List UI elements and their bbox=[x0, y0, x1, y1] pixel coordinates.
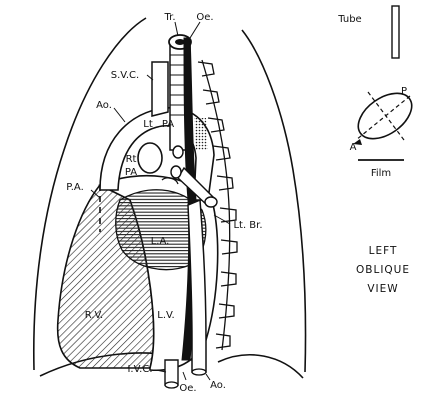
right-pulmonary-artery bbox=[138, 143, 162, 173]
label-oesophagus-top: Oe. bbox=[196, 12, 213, 23]
ivc bbox=[165, 360, 178, 385]
svc bbox=[152, 62, 168, 116]
label-left-ventricle: L.V. bbox=[157, 310, 174, 321]
label-trachea: Tr. bbox=[163, 12, 175, 23]
label-lt-pa-line1: Lt bbox=[143, 119, 153, 130]
label-aorta-top: Ao. bbox=[96, 100, 112, 111]
label-svc: S.V.C. bbox=[111, 70, 139, 81]
label-oesophagus-bottom: Oe. bbox=[179, 383, 196, 394]
view-title-line1: LEFT bbox=[369, 245, 398, 257]
projection-inset: Tube P A Film bbox=[337, 6, 420, 179]
inset-film-label: Film bbox=[371, 168, 391, 179]
label-rt-pa-line2: PA bbox=[125, 167, 137, 178]
label-aorta-bottom: Ao. bbox=[210, 380, 226, 391]
view-title-line3: VIEW bbox=[367, 283, 398, 295]
inset-tube-label: Tube bbox=[337, 14, 361, 25]
view-title: LEFT OBLIQUE VIEW bbox=[356, 245, 410, 295]
label-lt-pa-line2: PA bbox=[162, 119, 174, 130]
label-rt-pa-line1: Rt bbox=[126, 154, 137, 165]
label-left-bronchus: Lt. Br. bbox=[233, 220, 262, 231]
label-left-atrium: L.A. bbox=[151, 236, 170, 247]
view-title-line2: OBLIQUE bbox=[356, 264, 410, 276]
label-pa: P.A. bbox=[66, 182, 84, 193]
label-right-ventricle: R.V. bbox=[85, 310, 104, 321]
label-ivc: I.V.C. bbox=[127, 364, 152, 375]
inset-ellipse bbox=[350, 84, 420, 148]
left-bronchus-dotted bbox=[194, 118, 208, 150]
inset-a-label: A bbox=[350, 142, 357, 153]
inset-p-label: P bbox=[401, 86, 407, 97]
left-pulmonary-artery bbox=[173, 146, 183, 158]
